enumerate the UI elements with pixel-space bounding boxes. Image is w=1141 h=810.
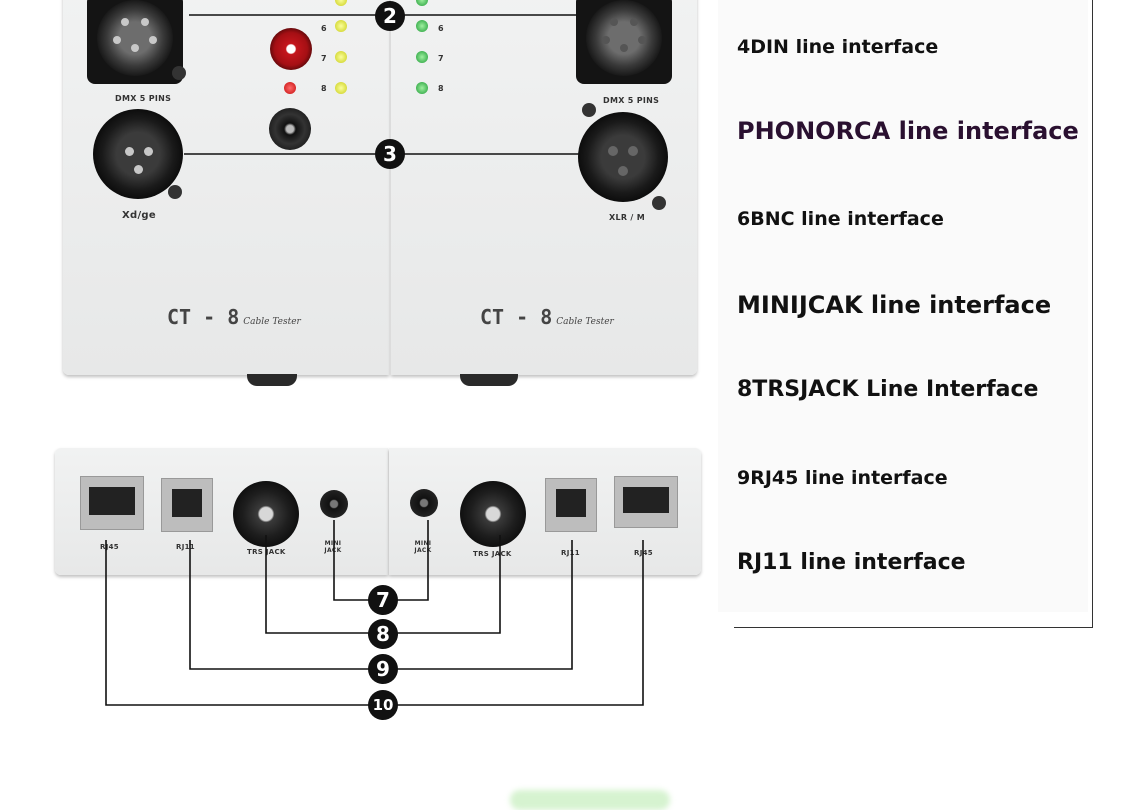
callout-badge: 3 bbox=[375, 139, 405, 169]
rj45-port-right bbox=[614, 476, 678, 528]
led-number: 7 bbox=[321, 54, 327, 63]
port-label: MINI JACK bbox=[414, 540, 432, 554]
led-indicator bbox=[416, 20, 428, 32]
led-indicator bbox=[416, 51, 428, 63]
connector-label: XLR / M bbox=[609, 213, 645, 222]
callout-badge: 8 bbox=[368, 619, 398, 649]
device-foot-right bbox=[460, 374, 518, 386]
led-indicator bbox=[335, 0, 347, 6]
port-label: RJ11 bbox=[561, 549, 580, 557]
led-number: 7 bbox=[438, 54, 444, 63]
led-number: 6 bbox=[438, 24, 444, 33]
port-label: RJ11 bbox=[176, 543, 195, 551]
port-label: MINI JACK bbox=[324, 540, 342, 554]
port-label: RJ45 bbox=[100, 543, 119, 551]
interface-label: 6BNC line interface bbox=[737, 208, 944, 230]
screw-icon bbox=[172, 66, 186, 80]
callout-badge: 2 bbox=[375, 1, 405, 31]
led-indicator bbox=[284, 82, 296, 94]
led-number: 8 bbox=[438, 84, 444, 93]
connector-label: DMX 5 PINS bbox=[603, 96, 660, 105]
rj45-port-left bbox=[80, 476, 144, 530]
interface-label: 8TRSJACK Line Interface bbox=[737, 377, 1039, 402]
interface-label: 4DIN line interface bbox=[737, 36, 939, 58]
interface-label: RJ11 line interface bbox=[737, 550, 966, 575]
xlr-male-connector bbox=[93, 109, 183, 199]
led-number: 6 bbox=[321, 24, 327, 33]
callout-badge: 7 bbox=[368, 585, 398, 615]
led-number: 8 bbox=[321, 84, 327, 93]
rj11-port-left bbox=[161, 478, 213, 532]
mini-jack-right bbox=[410, 489, 438, 517]
led-indicator bbox=[335, 20, 347, 32]
led-indicator bbox=[335, 51, 347, 63]
din-connector-right bbox=[576, 0, 672, 84]
device-foot-left bbox=[247, 374, 297, 386]
led-indicator bbox=[416, 0, 428, 6]
port-label: TRS JACK bbox=[473, 550, 512, 558]
rj11-port-right bbox=[545, 478, 597, 532]
screw-icon bbox=[582, 103, 596, 117]
screw-icon bbox=[652, 196, 666, 210]
led-indicator bbox=[416, 82, 428, 94]
led-indicator bbox=[335, 82, 347, 94]
interface-list-frame bbox=[734, 0, 1093, 628]
interface-label: MINIJCAK line interface bbox=[737, 291, 1052, 319]
trs-jack-right bbox=[460, 481, 526, 547]
callout-badge: 10 bbox=[368, 690, 398, 720]
decorative-glow bbox=[510, 790, 670, 810]
rca-jack-icon bbox=[270, 28, 312, 70]
mini-jack-icon bbox=[269, 108, 311, 150]
interface-list-box bbox=[718, 0, 1088, 612]
din-connector-left bbox=[87, 0, 183, 84]
connection-lines bbox=[105, 14, 644, 706]
mini-jack-left bbox=[320, 490, 348, 518]
screw-icon bbox=[168, 185, 182, 199]
xlr-female-connector bbox=[578, 112, 668, 202]
connector-label: DMX 5 PINS bbox=[115, 94, 172, 103]
callout-badge: 9 bbox=[368, 654, 398, 684]
connector-label: Xd/ge bbox=[122, 210, 156, 221]
interface-label: PHONORCA line interface bbox=[737, 117, 1079, 145]
interface-label: 9RJ45 line interface bbox=[737, 467, 948, 489]
